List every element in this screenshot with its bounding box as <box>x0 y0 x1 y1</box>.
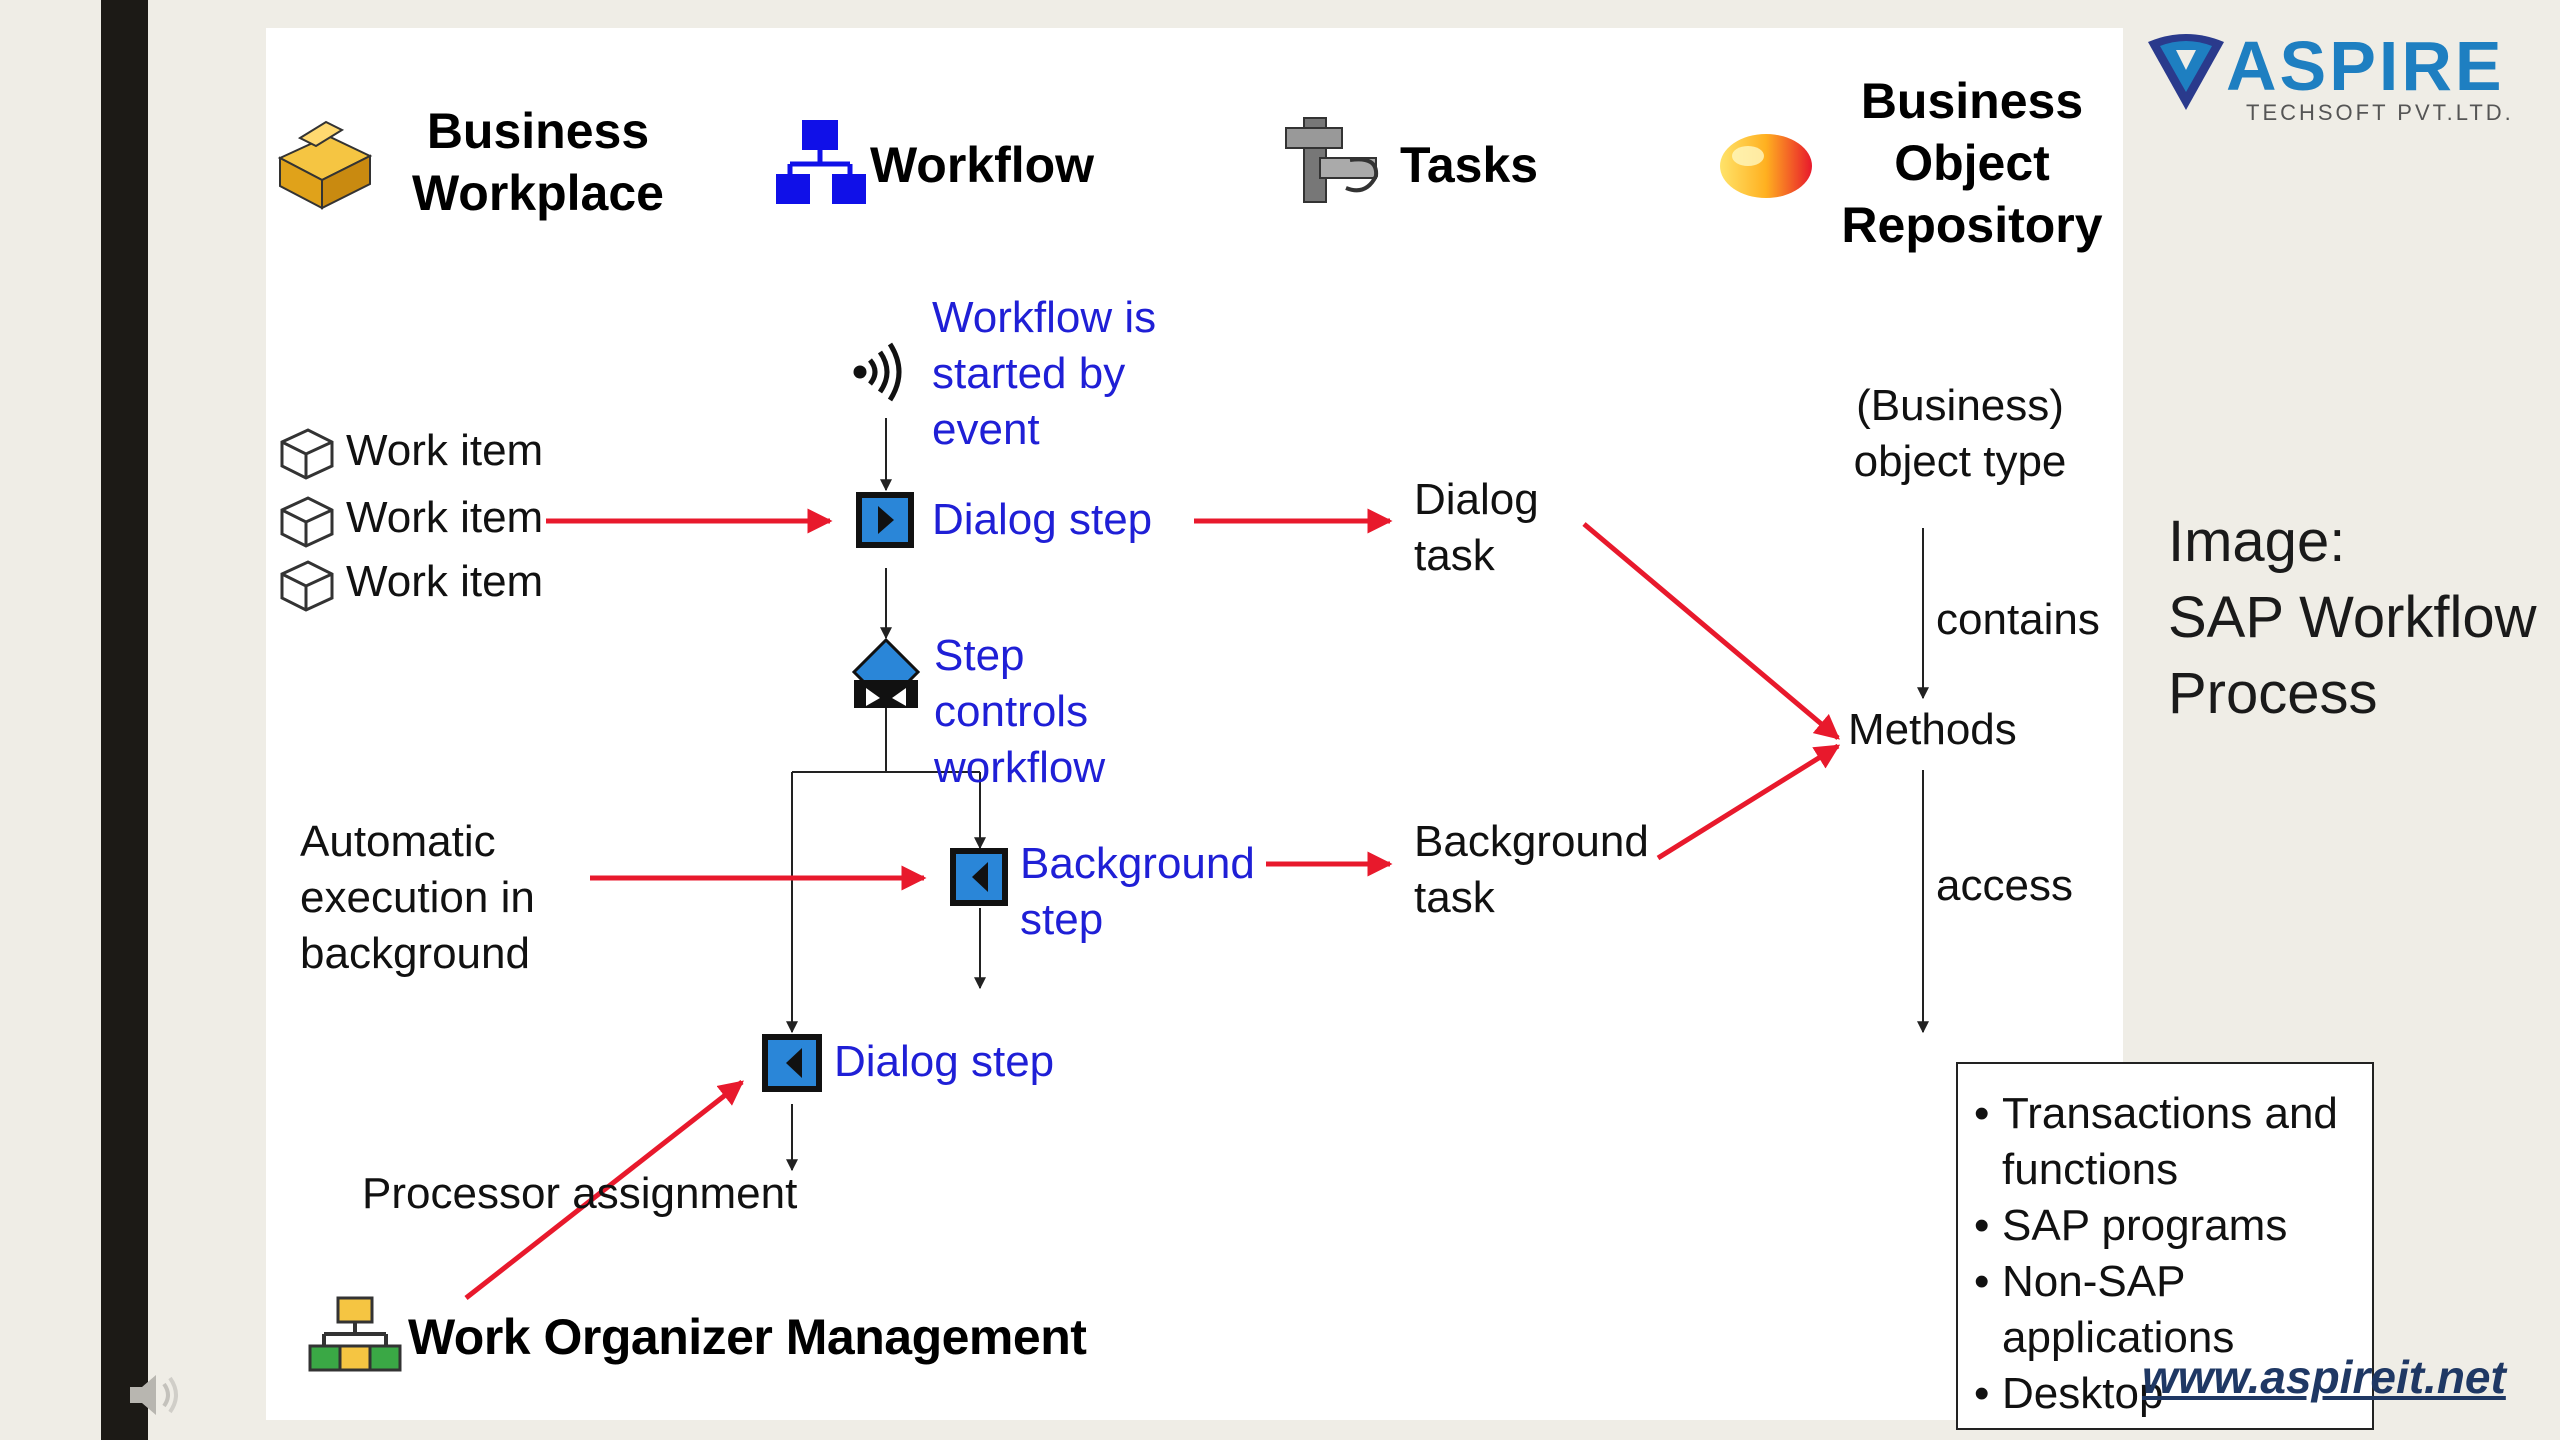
header-line: Workplace <box>412 165 664 221</box>
logo-name: ASPIRE <box>2226 27 2505 105</box>
work-item-3[interactable]: Work item <box>346 557 544 606</box>
org-chart-icon <box>308 1296 402 1372</box>
caption-line: Process <box>2168 661 2378 726</box>
text-line: Automatic <box>300 817 496 866</box>
website-link[interactable]: www.aspireit.net <box>2142 1351 2506 1403</box>
text-line: task <box>1414 873 1495 922</box>
back-step-icon <box>950 848 1008 906</box>
arrow-bgtask-to-methods <box>1656 743 1841 861</box>
dialog-step-2[interactable]: Dialog step <box>834 1037 1055 1086</box>
text-line: object type <box>1853 437 2067 486</box>
text-line: task <box>1414 531 1495 580</box>
list-item: Desktop applications <box>1972 1366 2372 1428</box>
aspire-logo-icon <box>2148 34 2224 110</box>
left-bar <box>101 0 148 1440</box>
header-bor: Business Object Repository <box>1822 70 2122 256</box>
object-type-text: (Business) object type <box>1840 378 2080 490</box>
text-line: Workflow is <box>932 293 1157 342</box>
header-line: Business <box>1860 73 2084 129</box>
diagram-panel: Business Workplace Workflow Tasks Busine… <box>266 28 2374 1430</box>
dialog-task[interactable]: Dialog task <box>1414 472 1539 584</box>
text-line: (Business) <box>1856 381 2064 430</box>
box-icon <box>280 428 334 480</box>
list-item: Non-SAP applications <box>1972 1254 2372 1366</box>
methods-list-box: Transactions and functions SAP programs … <box>1956 1062 2374 1430</box>
text-line: step <box>1020 895 1104 944</box>
caption-line: Image: <box>2168 509 2346 574</box>
processor-assignment-text: Processor assignment <box>362 1169 798 1218</box>
methods-label[interactable]: Methods <box>1848 705 2017 754</box>
event-signal-icon <box>853 342 902 402</box>
access-label: access <box>1936 861 2073 910</box>
back-step-icon <box>762 1034 822 1092</box>
aspire-logo[interactable]: ASPIRE TECHSOFT PVT.LTD. <box>2146 27 2546 130</box>
text-line: event <box>932 405 1040 454</box>
background-task[interactable]: Background task <box>1414 814 1649 926</box>
text-line: Background <box>1414 817 1649 866</box>
methods-list: Transactions and functions SAP programs … <box>1958 1064 2372 1428</box>
speaker-icon[interactable] <box>126 1370 186 1420</box>
arrow-organizer-to-dialog <box>464 1080 744 1300</box>
box-icon <box>280 496 334 548</box>
workflow-diagram <box>277 117 1929 1372</box>
step-controls-text: Step controls workflow <box>934 628 1105 796</box>
list-item: SAP programs <box>1972 1198 2372 1254</box>
header-tasks: Tasks <box>1400 137 1539 193</box>
dialog-step-1[interactable]: Dialog step <box>932 495 1153 544</box>
text-line: execution in <box>300 873 535 922</box>
text-line: Step <box>934 631 1025 680</box>
header-workflow: Workflow <box>870 137 1095 193</box>
background-step[interactable]: Background step <box>1020 836 1255 948</box>
automatic-execution-text: Automatic execution in background <box>300 814 535 982</box>
box-icon <box>277 120 373 210</box>
header-line: Business <box>426 103 650 159</box>
decision-icon <box>851 637 921 708</box>
arrow-dialogtask-to-methods <box>1582 522 1840 740</box>
workflow-event-text: Workflow is started by event <box>932 290 1156 458</box>
work-organizer-title: Work Organizer Management <box>408 1309 1087 1365</box>
text-line: Dialog <box>1414 475 1539 524</box>
play-step-icon <box>856 492 914 548</box>
list-item: Transactions and functions <box>1972 1086 2372 1198</box>
text-line: workflow <box>934 743 1106 792</box>
image-caption: Image: SAP Workflow Process <box>2168 504 2548 732</box>
text-line: started by <box>932 349 1126 398</box>
contains-label: contains <box>1936 595 2100 644</box>
work-item-2[interactable]: Work item <box>346 493 544 542</box>
header-business-workplace: Business Workplace <box>388 100 688 224</box>
work-item-1[interactable]: Work item <box>346 426 544 475</box>
header-line: Repository <box>1841 197 2103 253</box>
header-line: Object <box>1894 135 2050 191</box>
text-line: Background <box>1020 839 1255 888</box>
tools-icon <box>1285 117 1379 203</box>
text-line: controls <box>934 687 1089 736</box>
text-line: background <box>300 929 530 978</box>
logo-tagline: TECHSOFT PVT.LTD. <box>2246 100 2514 125</box>
box-icon <box>280 560 334 612</box>
orb-icon <box>1720 134 1812 198</box>
caption-line: SAP Workflow <box>2168 585 2537 650</box>
hierarchy-icon <box>776 120 866 204</box>
